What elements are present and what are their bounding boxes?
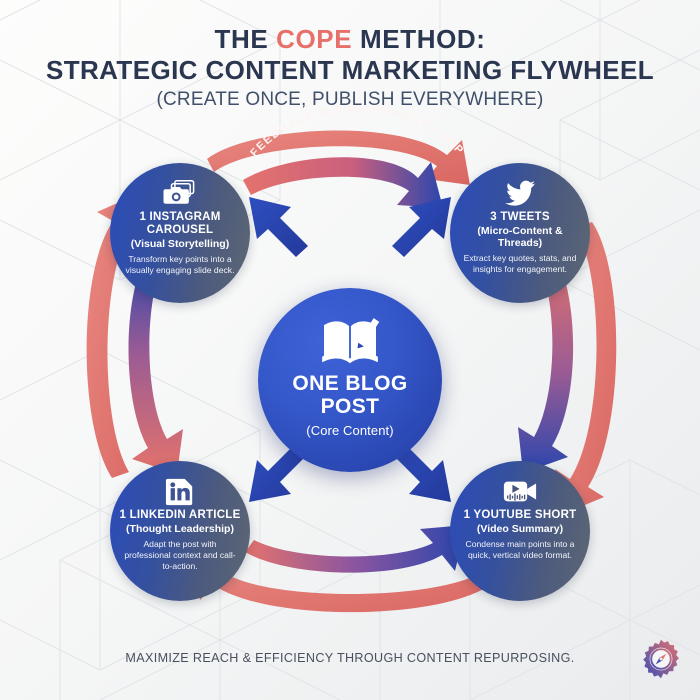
camera-stack-icon: [163, 178, 197, 208]
twitter-bird-icon: [503, 178, 537, 208]
node-description: Transform key points into a visually eng…: [125, 254, 235, 276]
page-subtitle: (CREATE ONCE, PUBLISH EVERYWHERE): [156, 89, 544, 111]
node-title-line1: 1 INSTAGRAM: [139, 211, 221, 223]
open-book-with-pencil-icon: [320, 314, 380, 366]
center-subtitle: (Core Content): [306, 423, 394, 439]
page-title-line1: THE COPE METHOD:: [0, 24, 700, 55]
node-subtitle: (Thought Leadership): [126, 523, 234, 536]
node-description: Adapt the post with professional context…: [124, 539, 236, 572]
gear-compass-logo: [643, 639, 679, 679]
center-title-line2: POST: [320, 395, 380, 419]
video-camera-waveform-icon: [503, 476, 537, 506]
node-instagram-carousel[interactable]: 1 INSTAGRAM CAROUSEL (Visual Storytellin…: [110, 163, 250, 303]
node-description: Condense main points into a quick, verti…: [465, 539, 575, 561]
title-highlight-cope: COPE: [276, 24, 353, 54]
title-suffix: METHOD:: [352, 24, 486, 54]
node-description: Extract key quotes, stats, and insights …: [463, 253, 577, 275]
node-title-line2: CAROUSEL: [146, 224, 214, 237]
center-node-blog-post[interactable]: ONE BLOG POST (Core Content): [258, 288, 442, 472]
node-title-line1: 1 YOUTUBE SHORT: [463, 509, 577, 521]
footer-tagline: MAXIMIZE REACH & EFFICIENCY THROUGH CONT…: [125, 651, 575, 665]
node-subtitle: (Visual Storytelling): [130, 238, 230, 251]
title-prefix: THE: [214, 24, 277, 54]
center-title-line1: ONE BLOG: [292, 372, 408, 395]
node-subtitle: (Micro-Content & Threads): [477, 225, 563, 250]
node-subtitle: (Video Summary): [476, 523, 564, 536]
node-title-line1: 1 LINKEDIN ARTICLE: [119, 509, 241, 521]
header: THE COPE METHOD: STRATEGIC CONTENT MARKE…: [0, 24, 700, 111]
node-tweets[interactable]: 3 TWEETS (Micro-Content & Threads) Extra…: [450, 163, 590, 303]
node-youtube-short[interactable]: 1 YOUTUBE SHORT (Video Summary) Condense…: [450, 461, 590, 601]
node-linkedin-article[interactable]: 1 LINKEDIN ARTICLE (Thought Leadership) …: [110, 461, 250, 601]
page-title-line2: STRATEGIC CONTENT MARKETING FLYWHEEL: [45, 54, 655, 85]
footer: MAXIMIZE REACH & EFFICIENCY THROUGH CONT…: [0, 636, 700, 680]
linkedin-icon: [163, 476, 197, 506]
node-title-line1: 3 TWEETS: [490, 211, 550, 223]
